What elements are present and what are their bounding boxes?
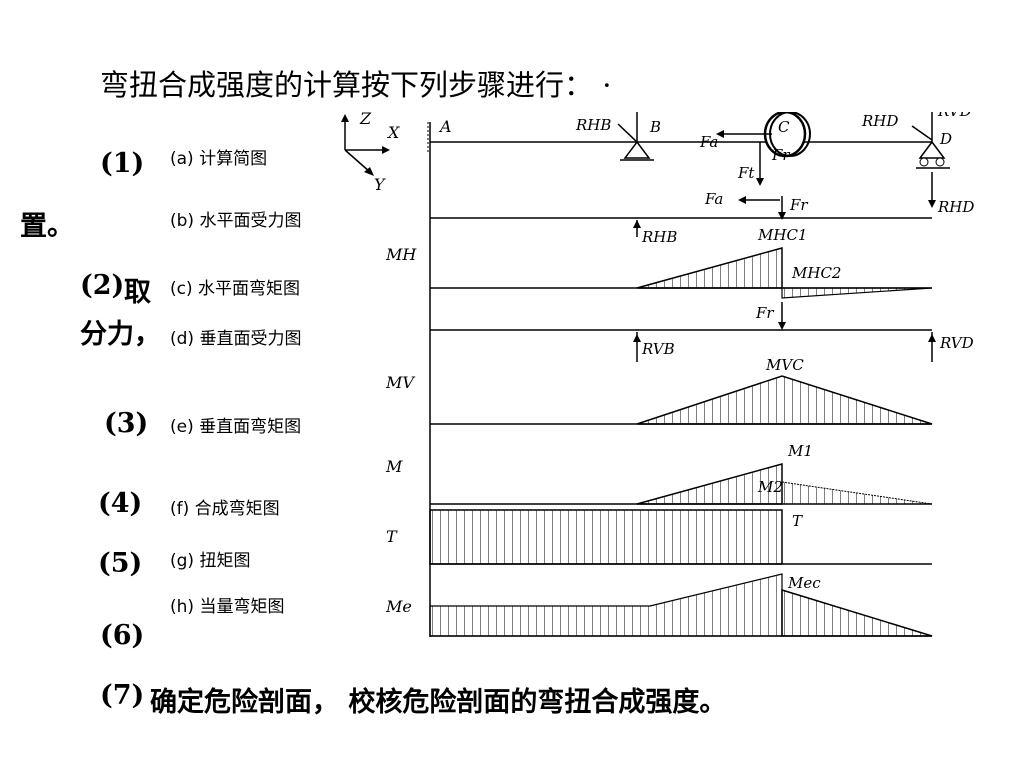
point-a-label: A (438, 117, 452, 136)
combined-moment-diagram: M M1 M2 (385, 442, 933, 505)
rvd-label: RVD (939, 334, 974, 352)
shaft-schematic: A B RVB RHB C Fa Ft Fr (430, 96, 974, 216)
fr-top-label: Fr (771, 146, 790, 164)
caption-b: (b) 水平面受力图 (166, 204, 306, 233)
step-7-text: 确定危险剖面， 校核危险剖面的弯扭合成强度。 (150, 687, 727, 718)
step-2-number: (2) (80, 270, 125, 301)
torque-diagram: T T (386, 509, 932, 565)
ft-label: Ft (737, 164, 755, 182)
step-4-number: (4) (98, 488, 143, 519)
caption-f: (f) 合成弯矩图 (166, 492, 284, 521)
rvb-top-label: RVB (643, 112, 677, 114)
rhb-top-label: RHB (575, 116, 611, 134)
axis-x-label: X (386, 123, 400, 142)
step-1-continuation: 置。 (20, 211, 74, 242)
mec-label: Mec (787, 574, 821, 592)
axis-z-label: Z (359, 112, 372, 128)
fr-label-d: Fr (755, 304, 774, 322)
caption-g: (g) 扭矩图 (166, 544, 255, 573)
mv-label: MV (385, 373, 415, 392)
fa-top-label: Fa (699, 133, 718, 151)
caption-d: (d) 垂直面受力图 (166, 322, 306, 351)
horizontal-force-diagram: Fa Fr RHB (430, 190, 932, 246)
vertical-force-diagram: Fr RVB RVD (430, 302, 974, 362)
m2-label: M2 (757, 478, 783, 496)
caption-e: (e) 垂直面弯矩图 (166, 410, 306, 439)
slide-title: 弯扭合成强度的计算按下列步骤进行： · (100, 68, 612, 102)
caption-h: (h) 当量弯矩图 (166, 590, 289, 619)
support-b-icon (623, 140, 651, 159)
t-axis-label: T (386, 527, 398, 546)
step-5-number: (5) (98, 548, 143, 579)
point-b-label: B (649, 118, 661, 136)
rhd-label: RHD (937, 198, 974, 216)
step-1-number: (1) (100, 148, 145, 179)
step-7-number: (7) (100, 680, 145, 711)
axis-y-label: Y (374, 175, 386, 194)
t-label: T (792, 512, 803, 530)
mh-label: MH (385, 245, 417, 264)
mhc1-label: MHC1 (757, 226, 807, 244)
support-d-icon (918, 140, 946, 159)
m-label: M (385, 457, 403, 476)
me-label: Me (385, 597, 412, 616)
point-d-label: D (939, 130, 952, 148)
fa-label: Fa (704, 190, 723, 208)
step-3-number: (3) (104, 408, 149, 439)
step-6-number: (6) (100, 620, 145, 651)
rhb-label: RHB (641, 228, 677, 246)
step-2-continuation: 分力， (80, 319, 161, 350)
caption-c: (c) 水平面弯矩图 (166, 272, 305, 301)
mhc2-label: MHC2 (791, 264, 841, 282)
fr-label-b: Fr (789, 196, 808, 214)
rvb-label: RVB (641, 340, 675, 358)
shaft-moment-diagram: Z X Y A B RVB RHB C Fa (160, 96, 1000, 642)
mvc-label: MVC (765, 356, 804, 374)
vertical-moment-diagram: MV MVC (385, 356, 933, 425)
rhd-top-label: RHD (861, 112, 898, 130)
caption-a: (a) 计算简图 (166, 142, 272, 171)
horizontal-moment-diagram: MH MHC1 MHC2 (385, 226, 933, 299)
axis-triad: Z X Y (341, 109, 400, 194)
step-2-text: 取 (124, 277, 151, 308)
diagram-svg: Z X Y A B RVB RHB C Fa (341, 96, 974, 637)
point-c-label: C (778, 118, 790, 136)
equivalent-moment-diagram: Me Mec (385, 573, 933, 637)
rvd-top-label: RVD (937, 112, 972, 120)
m1-label: M1 (787, 442, 813, 460)
